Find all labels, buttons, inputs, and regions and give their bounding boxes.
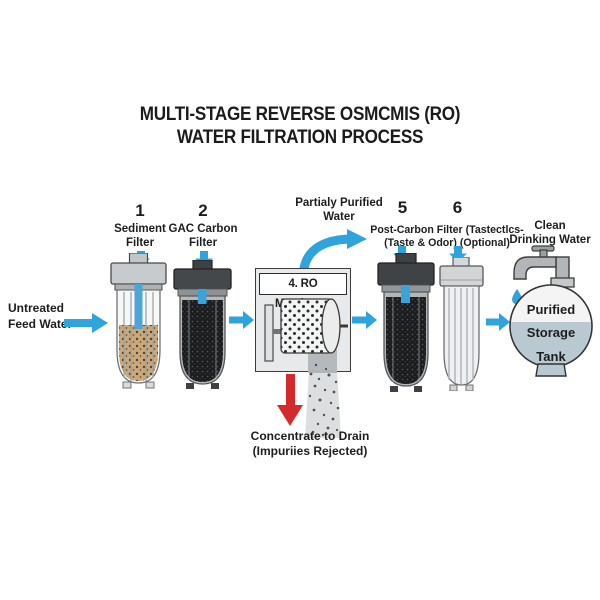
post-carbon-label: Post-Carbon Filter (Tastectlcs- (Taste &…: [370, 224, 524, 249]
ro-membrane-label: 4. RO Membrane: [259, 273, 347, 310]
gac-filter-graphic: [173, 260, 232, 389]
drain-stream-graphic: [305, 370, 341, 438]
stage5-number: 5: [397, 198, 408, 217]
page-title-line1: MULTI-STAGE REVERSE OSMCMIS (RO): [139, 104, 461, 125]
ro-membrane-box: 4. RO Membrane: [255, 268, 351, 373]
stage2-number: 2: [198, 201, 208, 220]
partially-purified-label: Partialy Purified Water: [295, 197, 383, 224]
drain-arrow-icon: [277, 374, 303, 426]
flow-arrow-2-icon: [229, 311, 254, 329]
flow-arrow-3-icon: [352, 311, 377, 329]
page-title: MULTI-STAGE REVERSE OSMCMIS (RO) WATER F…: [30, 104, 570, 150]
clean-water-label: Clean Drinking Water: [509, 220, 591, 247]
post-carbon-filter-graphic: [377, 253, 435, 392]
optional-filter-graphic: [439, 257, 484, 391]
tank-label: Purified Storage Tank: [526, 302, 576, 364]
stage2-label: GAC Carbon Filter: [168, 223, 238, 250]
feed-flow-arrow-icon: [64, 313, 108, 333]
faucet-icon: [513, 245, 575, 288]
tank-assembly-graphic: [509, 245, 593, 377]
drain-label: Concentrate to Drain (Impuriies Rejected…: [250, 429, 370, 458]
sediment-filter-graphic: [110, 253, 167, 389]
stage1-label: Sediment Filter: [114, 223, 166, 250]
stage1-number: 1: [135, 201, 145, 220]
stage6-number: 6: [452, 198, 463, 217]
page-title-line2: WATER FILTRATION PROCESS: [176, 126, 424, 148]
storage-tank-icon: [509, 284, 593, 377]
ro-membrane-graphic: [264, 298, 348, 373]
flow-arrow-4-icon: [486, 313, 510, 331]
